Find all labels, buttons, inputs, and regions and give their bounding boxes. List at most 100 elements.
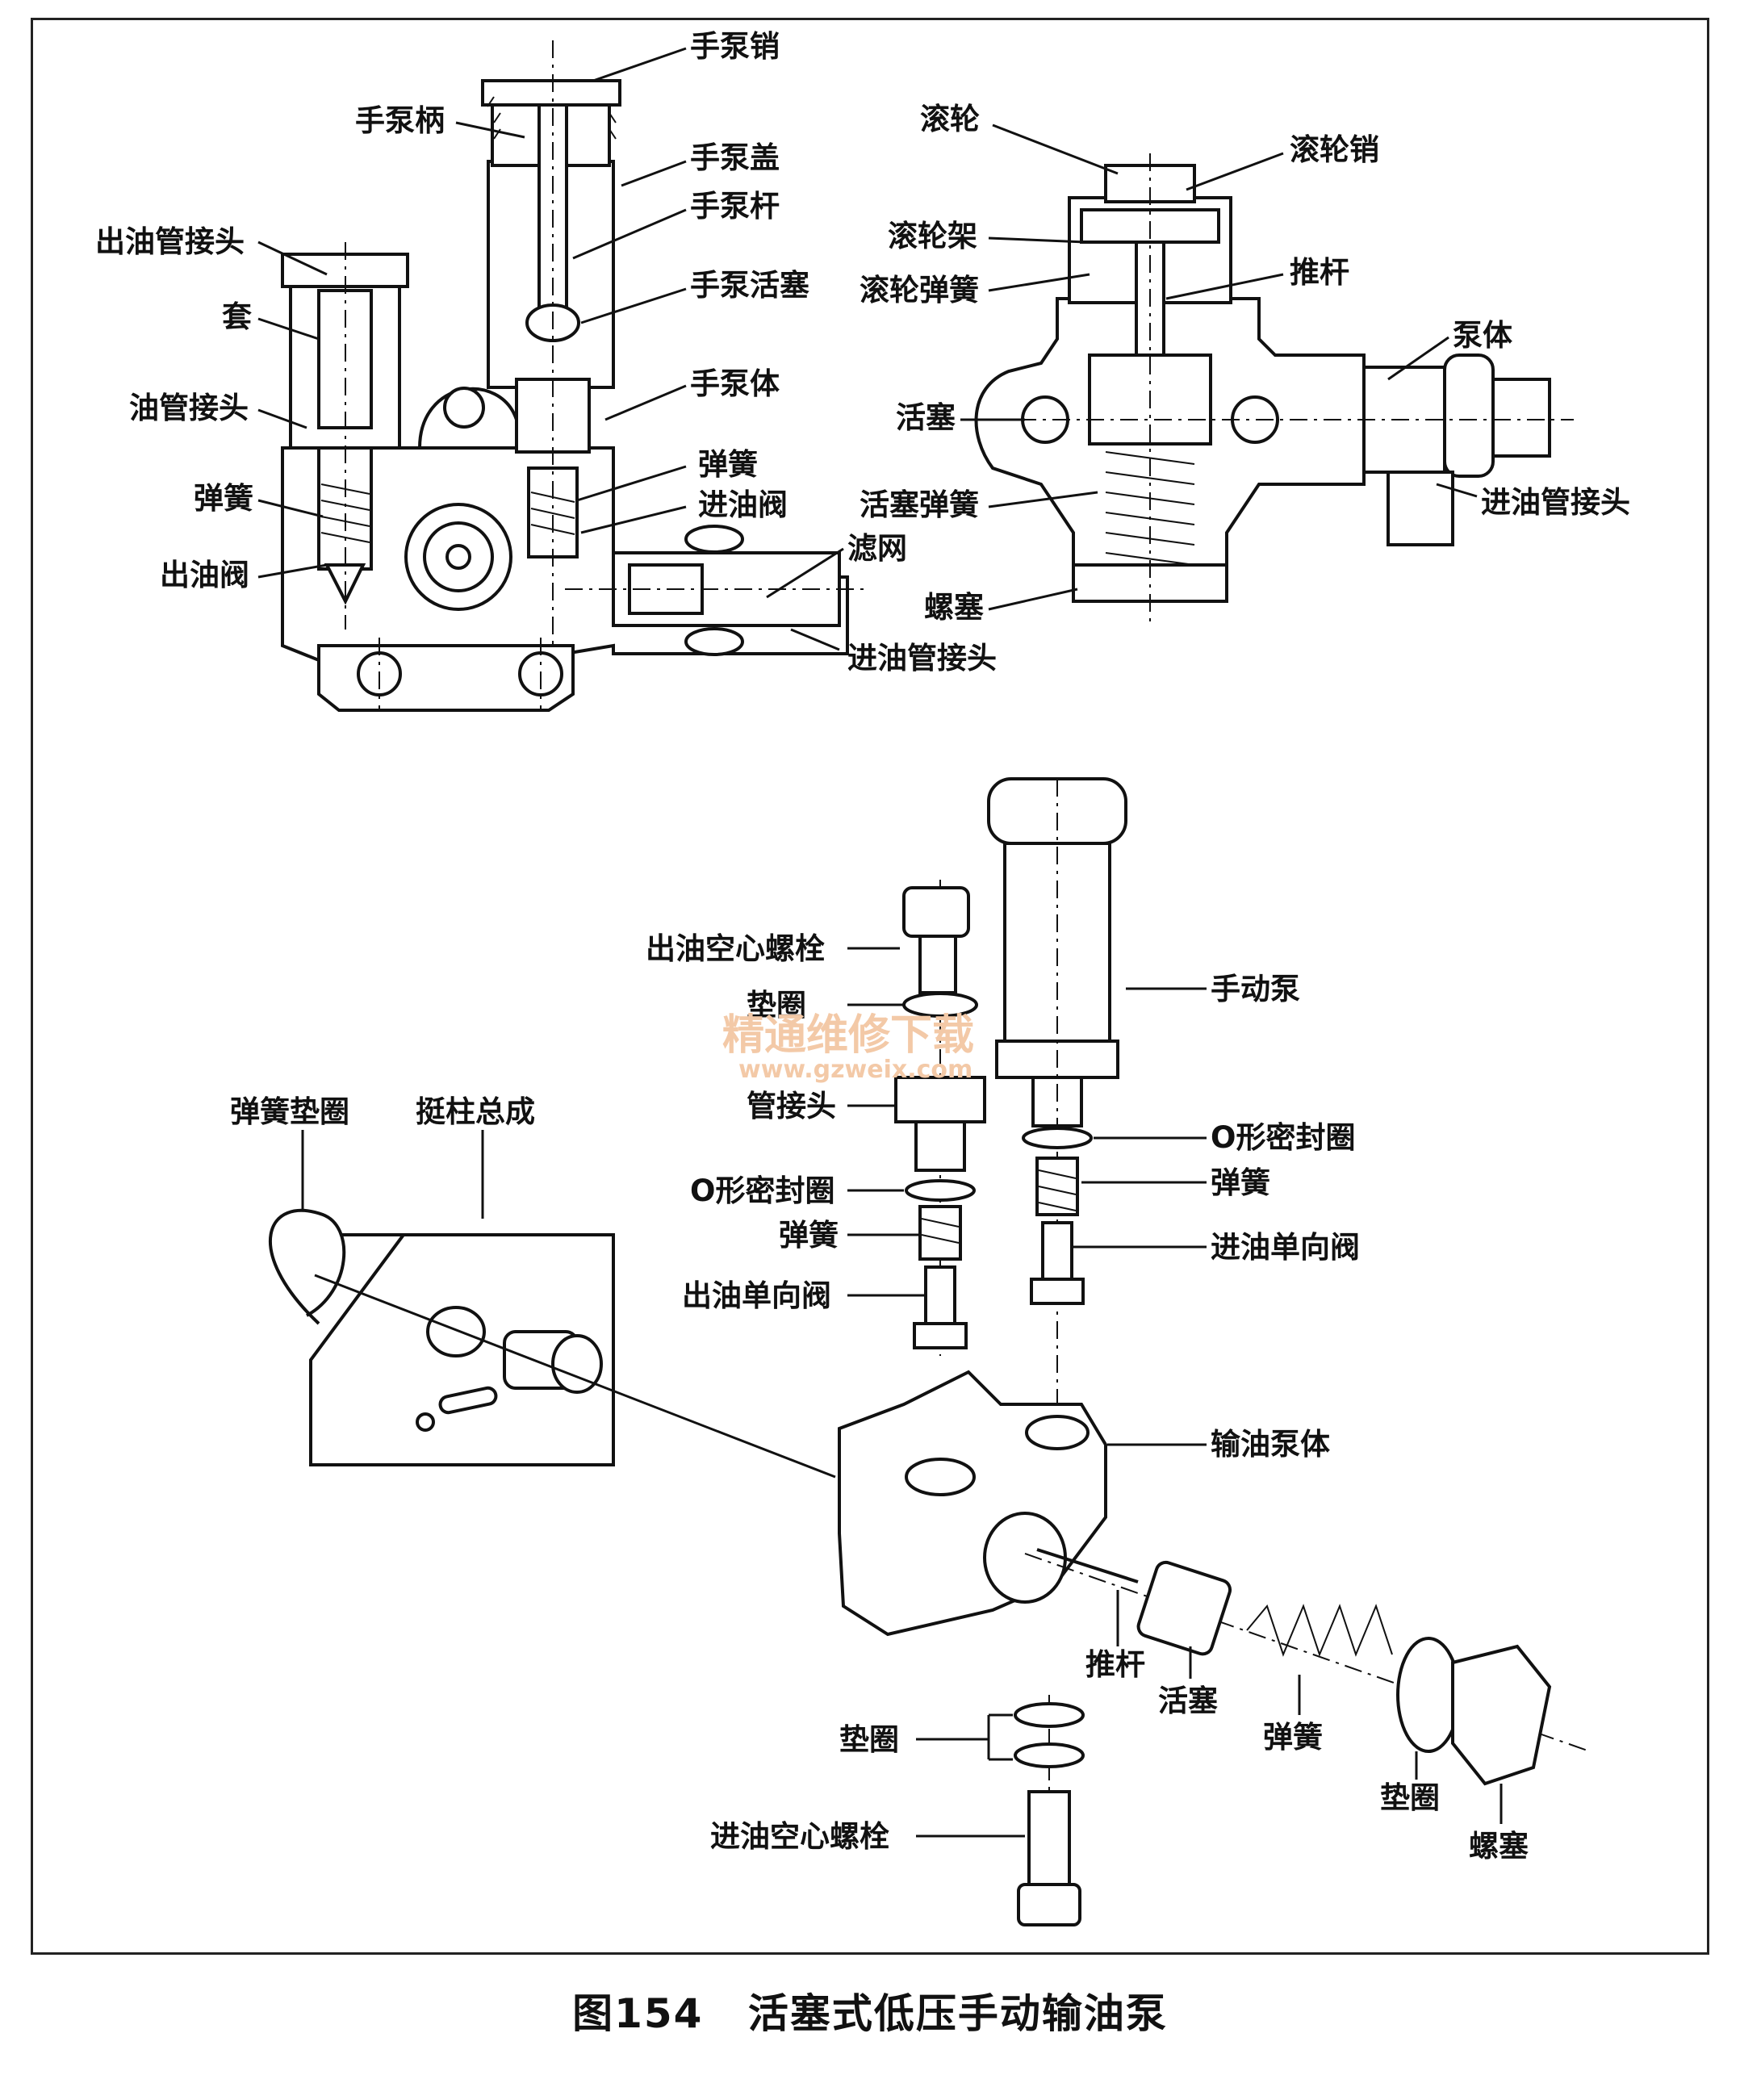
oring-right xyxy=(1022,1127,1093,1149)
piston-pump-section: 滚轮 滚轮销 滚轮架 滚轮弹簧 推杆 泵体 活塞 活塞弹簧 进油管接头 螺塞 xyxy=(860,102,1630,625)
label-tanhuangdianquan: 弹簧垫圈 xyxy=(230,1094,349,1129)
spring-left xyxy=(918,1205,962,1261)
label-huosai-c: 活塞 xyxy=(1158,1684,1218,1718)
leader-tao xyxy=(257,317,320,341)
tappet-roller xyxy=(426,1306,486,1357)
figure-caption: 图154 活塞式低压手动输油泵 xyxy=(0,1981,1740,2039)
label-gunlun: 滚轮 xyxy=(920,102,980,136)
label-shuyoubengti: 输油泵体 xyxy=(1211,1427,1330,1462)
label-tingzhuzongcheng: 挺柱总成 xyxy=(416,1094,535,1129)
hand-pump-section: 手泵销 手泵柄 手泵盖 手泵杆 出油管接头 手泵活塞 套 手泵体 油管接头 弹簧… xyxy=(95,29,997,712)
leader-tuigan-b xyxy=(1165,273,1284,300)
label-bengti: 泵体 xyxy=(1453,318,1512,353)
leader-youguanjietou xyxy=(257,408,307,429)
washer-c xyxy=(1396,1637,1461,1753)
pipe-joint-hex xyxy=(894,1076,986,1123)
label-tanhuang-left: 弹簧 xyxy=(194,481,253,516)
label-jinyoufa: 进油阀 xyxy=(698,487,788,522)
outlet-check-valve xyxy=(924,1265,956,1325)
body-port-right xyxy=(1025,1415,1090,1450)
inlet-nut-top xyxy=(684,525,744,554)
spring-right-coils xyxy=(1038,1169,1077,1211)
leader-shoubenggan xyxy=(572,208,687,260)
pump-body xyxy=(974,297,1366,599)
push-rod-c xyxy=(1036,1548,1139,1583)
inlet-bolt-head xyxy=(1017,1883,1081,1926)
label-tanhuang-right: 弹簧 xyxy=(698,447,758,482)
washer-bottom-1 xyxy=(1014,1702,1085,1728)
inlet-check-valve xyxy=(1041,1221,1073,1281)
label-dianquan3: 垫圈 xyxy=(1380,1780,1440,1815)
label-dianquan2: 垫圈 xyxy=(839,1722,899,1757)
leader-tanhuang-right xyxy=(576,465,687,502)
label-oring-right: O形密封圈 xyxy=(1211,1120,1355,1155)
label-jinyoukongxinluoshuan: 进油空心螺栓 xyxy=(710,1819,889,1854)
inlet-nut-bottom xyxy=(684,627,744,656)
leader-shoubenggai xyxy=(621,160,687,187)
label-luosai-b: 螺塞 xyxy=(924,590,984,625)
inlet-elbow xyxy=(1387,471,1454,546)
leader-luosai-b xyxy=(988,588,1078,611)
label-chuyoudanxiangfa: 出油单向阀 xyxy=(682,1278,831,1313)
label-huosai-b: 活塞 xyxy=(896,400,956,435)
body-bore xyxy=(983,1512,1067,1604)
figure-title: 活塞式低压手动输油泵 xyxy=(747,1990,1168,2037)
inlet-check-valve-base xyxy=(1030,1278,1085,1305)
spring-c xyxy=(1246,1604,1393,1657)
label-tuigan-c: 推杆 xyxy=(1085,1647,1145,1682)
label-luosai-c: 螺塞 xyxy=(1469,1829,1529,1864)
leader-bengti xyxy=(1387,336,1449,381)
leader-gunlunjia xyxy=(988,236,1086,244)
label-shoubenggai: 手泵盖 xyxy=(690,140,780,175)
spring-right xyxy=(1035,1157,1079,1216)
leader-tanhuang-left xyxy=(257,499,324,518)
leader-gunlun xyxy=(992,123,1119,175)
leader-dianquan2 xyxy=(916,1713,1013,1761)
filter-screen xyxy=(628,563,704,615)
label-oring-left: O形密封圈 xyxy=(690,1173,834,1208)
washer-bottom-2 xyxy=(1014,1742,1085,1768)
label-gunluntanhuang: 滚轮弹簧 xyxy=(860,273,979,307)
inlet-bolt-shank xyxy=(1027,1790,1071,1890)
leader-lvwang xyxy=(766,547,844,599)
assembly-line xyxy=(314,1274,836,1479)
label-shoudongbeng: 手动泵 xyxy=(1211,972,1300,1006)
leader-gunlunxiao xyxy=(1186,152,1284,191)
leader-chuyouguanjietou xyxy=(257,241,328,276)
tappet-pin xyxy=(438,1386,498,1415)
label-chuyoufa: 出油阀 xyxy=(160,558,249,592)
label-shoubengxiao: 手泵销 xyxy=(690,29,780,64)
label-tanhuang-right-c: 弹簧 xyxy=(1211,1165,1270,1200)
label-tanhuang-bottom: 弹簧 xyxy=(1263,1720,1323,1755)
label-tuigan-b: 推杆 xyxy=(1290,255,1349,290)
pump-handle xyxy=(481,79,621,107)
ear-hole xyxy=(443,387,485,429)
leader-jinyoufa xyxy=(580,505,687,534)
label-lvwang: 滤网 xyxy=(847,531,907,566)
figure-frame xyxy=(31,18,1709,1955)
hand-pump-cylinder xyxy=(1003,842,1111,1043)
leader-shoubengxiao xyxy=(592,47,687,82)
label-shoubengti: 手泵体 xyxy=(690,366,780,401)
label-dianquan1: 垫圈 xyxy=(747,988,806,1023)
exploded-view: 出油空心螺栓 垫圈 手动泵 弹簧垫圈 挺柱总成 管接头 O形密封圈 O形密封圈 … xyxy=(230,777,1591,1929)
leader-jinyouguanjietou xyxy=(790,628,840,651)
outlet-check-valve-base xyxy=(913,1322,968,1349)
label-chuyouguanjietou: 出油管接头 xyxy=(95,224,245,259)
label-tao: 套 xyxy=(222,299,252,334)
outlet-bolt-shank xyxy=(918,935,957,994)
tappet-ball xyxy=(416,1412,435,1432)
inlet-nut xyxy=(1443,353,1495,478)
label-shoubengbing: 手泵柄 xyxy=(355,103,445,138)
leader-gunluntanhuang xyxy=(988,273,1090,292)
pipe-joint-thread xyxy=(914,1120,966,1172)
label-shoubenggan: 手泵杆 xyxy=(690,189,780,224)
tappet-end xyxy=(551,1334,603,1394)
screw-plug-c xyxy=(1451,1644,1552,1786)
label-gunlunxiao: 滚轮销 xyxy=(1290,132,1379,167)
watermark-line2: www.gzweix.com xyxy=(738,1056,972,1084)
spring-left-coils xyxy=(921,1218,960,1244)
leader-shoubengti xyxy=(604,384,687,421)
figure-number: 图154 xyxy=(572,1990,704,2037)
